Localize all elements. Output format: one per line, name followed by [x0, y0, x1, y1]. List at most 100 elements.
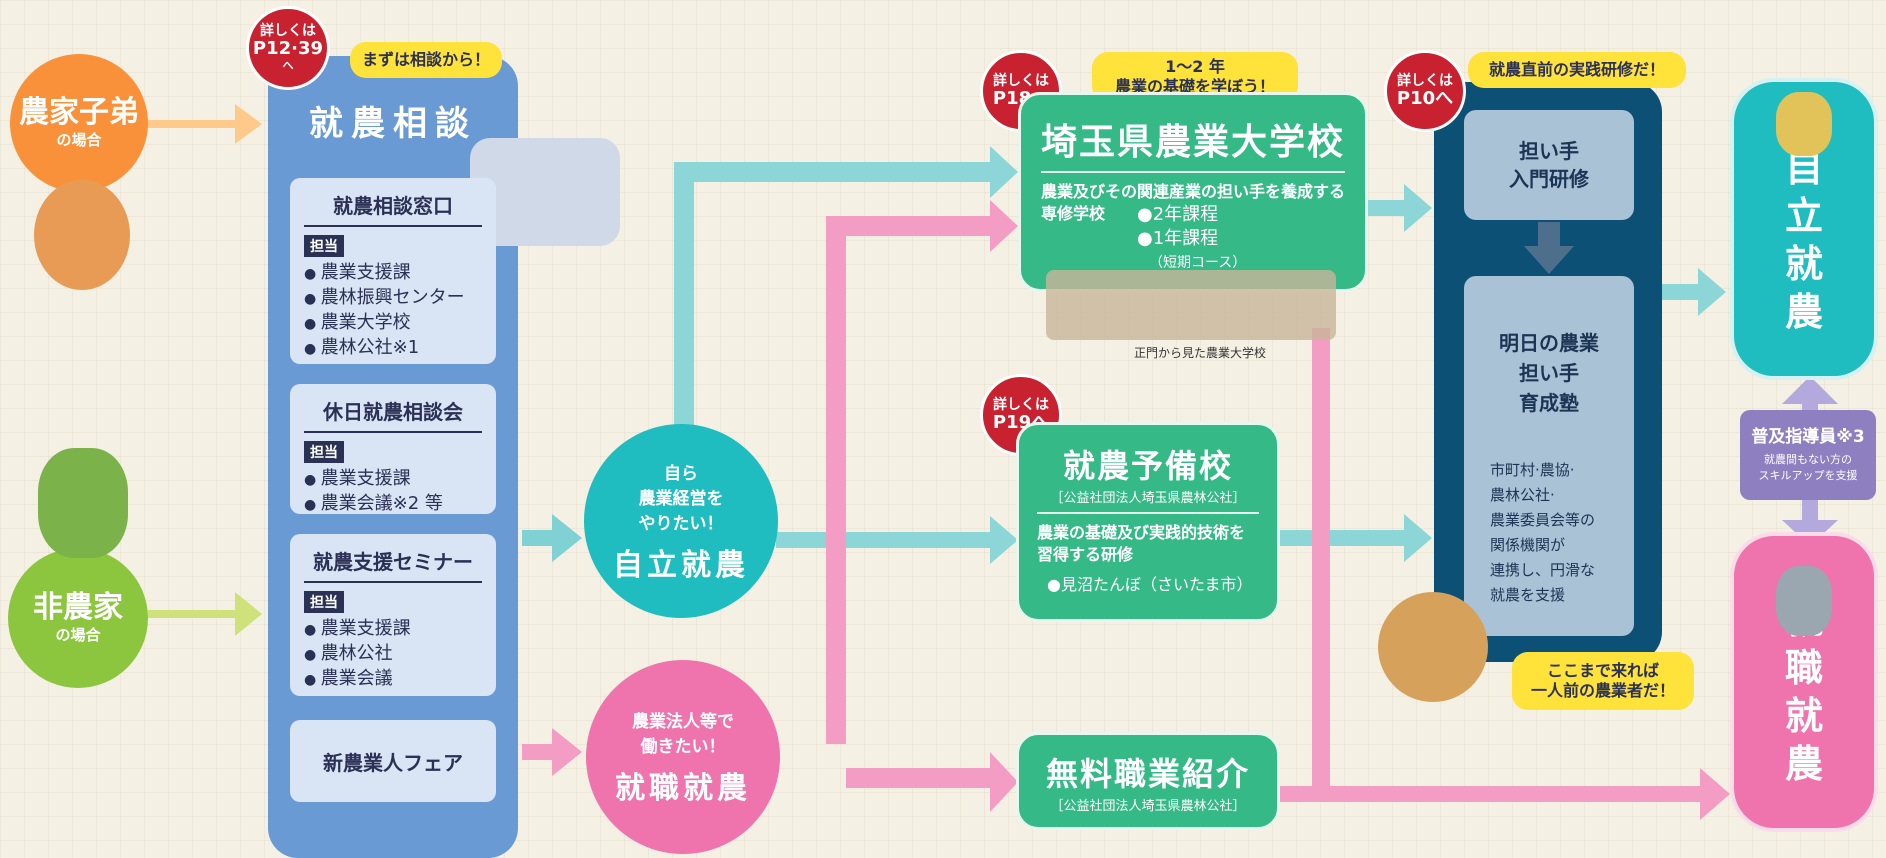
arrow-job-to-placement — [846, 752, 1018, 812]
list-item: 農林公社 — [304, 642, 482, 667]
down-arrow-icon — [1524, 222, 1574, 274]
job-line1: 農業法人等で — [632, 712, 734, 732]
college-course2-note: （短期コース） — [1149, 254, 1247, 271]
support-line: 農林公社· — [1490, 486, 1555, 504]
arrow-self-to-college — [674, 146, 1018, 452]
arrow-placement-to-employed — [1280, 786, 1330, 802]
consult-bubble: まずは相談から！ — [350, 42, 502, 78]
arrow-training-to-independent — [1662, 268, 1726, 316]
prep-title: 就農予備校 — [1062, 447, 1233, 485]
prep-desc1: 農業の基礎及び実践的技術を — [1037, 523, 1246, 542]
placement-title: 無料職業紹介 — [1045, 755, 1250, 793]
full-farmer-line1: ここまで来れば — [1546, 661, 1659, 680]
consult-window-tag: 担当 — [304, 235, 344, 257]
list-item: 農業会議※2 等 — [304, 492, 482, 517]
college-badge-label: 詳しくは — [993, 72, 1049, 89]
prep-school-box: 就農予備校 ［公益社団法人埼玉県農林公社］ 農業の基礎及び実践的技術を 習得する… — [1016, 422, 1280, 622]
non-farm-circle: 非農家 の場合 — [8, 548, 148, 688]
self-line1: 自ら — [664, 463, 698, 484]
list-item: 農業支援課 — [304, 467, 482, 492]
college-bubble-line1: 1〜2 年 — [1165, 57, 1225, 76]
employed-farming-circle: 農業法人等で 働きたい！ 就職就農 — [586, 660, 780, 854]
intro-training-box: 担い手 入門研修 — [1464, 110, 1634, 220]
full-farmer-line2: 一人前の農業者だ！ — [1530, 681, 1675, 700]
advisor-line2: スキルアップを支援 — [1758, 469, 1858, 482]
arrow-farm-child-to-consult — [148, 104, 262, 144]
non-farm-sub: の場合 — [55, 626, 101, 644]
intro-training-line1: 担い手 — [1519, 139, 1579, 163]
advisor-title: 普及指導員※3 — [1751, 427, 1865, 447]
support-line: 市町村·農協· — [1490, 461, 1575, 479]
list-item: 農業支援課 — [304, 617, 482, 642]
college-desc1: 農業及びその関連産業の担い手を養成する — [1041, 182, 1346, 201]
list-item: 農業会議 — [304, 667, 482, 692]
training-badge-page: P10へ — [1396, 87, 1454, 109]
training-bubble-text: 就農直前の実践研修だ！ — [1488, 60, 1665, 79]
training-badge-label: 詳しくは — [1397, 72, 1453, 89]
employed-char: 農 — [1784, 742, 1823, 786]
arrow-non-farm-to-consult — [148, 592, 262, 636]
academy-line3: 育成塾 — [1519, 391, 1579, 415]
non-farm-title: 非農家 — [33, 590, 123, 625]
farmers-illustration — [1378, 592, 1488, 702]
academy-box: 明日の農業 担い手 育成塾 市町村·農協· 農林公社· 農業委員会等の 関係機関… — [1464, 276, 1634, 636]
full-farmer-bubble: ここまで来れば 一人前の農業者だ！ — [1512, 652, 1694, 710]
arrow-consult-to-job — [522, 728, 582, 776]
college-building-illustration — [1046, 270, 1336, 340]
consult-badge-label: 詳しくは — [260, 23, 316, 40]
consult-window-list: 農業支援課 農林振興センター 農業大学校 農林公社※1 — [304, 261, 482, 361]
arrow-college-to-training — [1368, 184, 1432, 232]
training-bubble: 就農直前の実践研修だ！ — [1468, 52, 1686, 88]
seminar-box: 就農支援セミナー 担当 農業支援課 農林公社 農業会議 — [290, 534, 496, 696]
support-line: 連携し、円滑な — [1490, 561, 1596, 579]
farmer-illustration — [34, 180, 130, 290]
arrow-prep-to-training — [1280, 514, 1432, 562]
self-title: 自立就農 — [613, 547, 749, 583]
college-desc-row: 専修学校 ●2年課程 ●1年課程 （短期コース） — [1041, 203, 1345, 275]
independent-char: 立 — [1784, 194, 1823, 238]
list-item: 農業支援課 — [304, 261, 482, 286]
consult-page-badge: 詳しくは P12·39 へ — [246, 6, 330, 90]
farm-child-title: 農家子弟 — [19, 95, 139, 130]
college-photo-caption: 正門から見た農業大学校 — [1133, 346, 1266, 360]
consult-badge-suffix: へ — [282, 59, 294, 73]
consult-badge-page: P12·39 — [252, 38, 324, 60]
seminar-tag: 担当 — [304, 591, 344, 613]
placement-org: ［公益社団法人埼玉県農林公社］ — [1050, 799, 1246, 814]
arrow-advisor-down — [1782, 500, 1838, 546]
academy-line1: 明日の農業 — [1499, 331, 1599, 355]
support-line: 関係機関が — [1490, 536, 1566, 554]
list-item: 農業大学校 — [304, 311, 482, 336]
arrow-job-to-college — [780, 200, 1018, 744]
college-courses: ●2年課程 ●1年課程 （短期コース） — [1137, 203, 1246, 275]
arrow-advisor-up — [1782, 376, 1838, 410]
advisor-box: 普及指導員※3 就農間もない方の スキルアップを支援 — [1740, 410, 1876, 500]
farm-child-sub: の場合 — [56, 131, 102, 149]
employed-char: 就 — [1784, 694, 1823, 738]
college-title: 埼玉県農業大学校 — [1041, 113, 1345, 173]
person-illustration — [38, 448, 128, 558]
holiday-consult-box: 休日就農相談会 担当 農業支援課 農業会議※2 等 — [290, 384, 496, 514]
college-bubble-line2: 農業の基礎を学ぼう！ — [1114, 77, 1275, 96]
intro-training-line2: 入門研修 — [1509, 167, 1589, 191]
advisor-line1: 就農間もない方の — [1764, 453, 1852, 466]
self-line2: 農業経営を — [638, 488, 724, 509]
support-line: 農業委員会等の — [1490, 511, 1596, 529]
holiday-consult-tag: 担当 — [304, 441, 344, 463]
consult-bubble-text: まずは相談から！ — [361, 50, 490, 69]
holiday-consult-title: 休日就農相談会 — [304, 396, 482, 433]
college-course1: ●2年課程 — [1137, 203, 1219, 225]
employed-char: 職 — [1784, 646, 1823, 690]
job-title: 就職就農 — [615, 771, 751, 806]
self-farming-circle: 自ら 農業経営を やりたい！ 自立就農 — [584, 424, 778, 618]
self-line3: やりたい！ — [638, 513, 724, 534]
college-box: 埼玉県農業大学校 農業及びその関連産業の担い手を養成する 専修学校 ●2年課程 … — [1018, 92, 1368, 292]
new-farmer-fair-box: 新農業人フェア — [290, 720, 496, 802]
prep-place: ●見沼たんぼ（さいたま市） — [1047, 575, 1253, 595]
prep-org: ［公益社団法人埼玉県農林公社］ — [1037, 487, 1259, 514]
independent-char: 就 — [1784, 242, 1823, 286]
seminar-title: 就農支援セミナー — [304, 546, 482, 583]
independent-farmer-illustration — [1776, 92, 1832, 156]
support-line: 就農を支援 — [1490, 586, 1566, 604]
new-farmer-fair-label: 新農業人フェア — [323, 750, 463, 775]
